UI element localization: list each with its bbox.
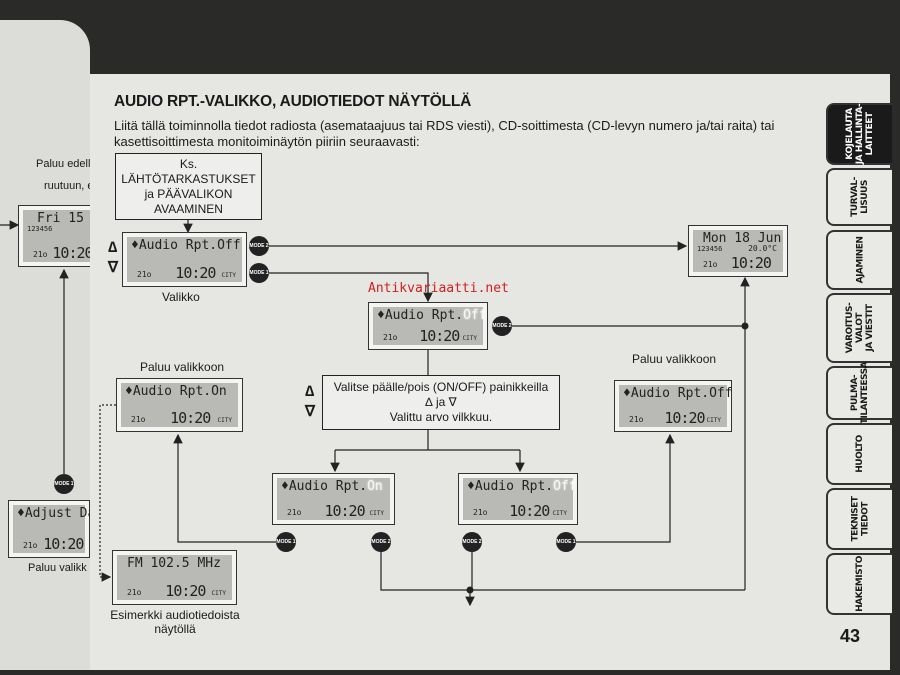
down-arrow-icon: ∇: [305, 403, 316, 420]
up-arrow-icon: ∆: [108, 239, 118, 256]
mode1-button[interactable]: MODE 1: [249, 263, 269, 283]
tab-tekniset-tiedot[interactable]: TEKNISET TIEDOT: [826, 488, 892, 550]
mode2-button[interactable]: MODE 2: [371, 532, 391, 552]
left-return-label: Paluu edellis: [36, 158, 99, 170]
tab-hakemisto[interactable]: HAKEMISTO: [826, 553, 892, 615]
mode1-button-left[interactable]: MODE 1: [54, 474, 74, 494]
tab-varoitusvalot[interactable]: VAROITUS- VALOT JA VIESTIT: [826, 293, 892, 363]
tab-pulmatilanteessa[interactable]: PULMA- TILANTEESSA: [826, 362, 892, 424]
select-box: Valitse päälle/pois (ON/OFF) painikkeill…: [322, 375, 560, 430]
mode2-button[interactable]: MODE 2: [249, 236, 269, 256]
tab-huolto[interactable]: HUOLTO: [826, 423, 892, 485]
return-right-caption: Paluu valikkoon: [632, 352, 717, 366]
tab-kojelauta[interactable]: KOJELAUTA JA HALLINTA- LAITTEET: [826, 103, 892, 165]
watermark: Antikvariaatti.net: [368, 281, 509, 296]
down-arrow-icon: ∇: [108, 259, 119, 276]
return-left-caption: Paluu valikkoon: [140, 360, 225, 374]
mode1-button[interactable]: MODE 1: [276, 532, 296, 552]
menu-caption: Valikko: [162, 290, 200, 304]
left-return-menu: Paluu valikk: [28, 562, 87, 574]
section-title: AUDIO RPT.-VALIKKO, AUDIOTIEDOT NÄYTÖLLÄ: [114, 93, 472, 110]
tab-ajaminen[interactable]: AJAMINEN: [826, 230, 892, 290]
intro-text: Liitä tällä toiminnolla tiedot radiosta …: [114, 118, 775, 149]
mode2-button[interactable]: MODE 2: [462, 532, 482, 552]
mode1-button[interactable]: MODE 1: [556, 532, 576, 552]
tab-turvallisuus[interactable]: TURVAL- LISUUS: [826, 168, 892, 226]
mode2-button[interactable]: MODE 2: [492, 316, 512, 336]
left-page: [0, 20, 90, 670]
page-number: 43: [840, 626, 861, 646]
up-arrow-icon: ∆: [305, 383, 315, 400]
